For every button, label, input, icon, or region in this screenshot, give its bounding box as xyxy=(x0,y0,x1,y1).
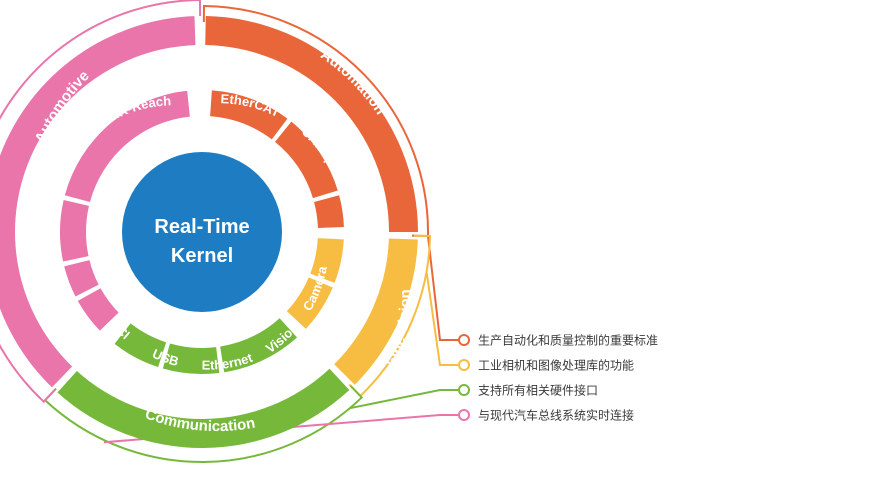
lin-label: LIN xyxy=(33,231,49,253)
automotive-bracket xyxy=(0,0,202,404)
communication-category-segment xyxy=(57,368,350,449)
machine-vision-note: 工业相机和图像处理库的功能 xyxy=(478,358,634,373)
communication-leader-line xyxy=(349,389,458,410)
automotive-category-segment xyxy=(0,16,196,388)
pci-segment xyxy=(114,323,167,368)
kernel-title-line2: Kernel xyxy=(171,245,233,267)
category-ring xyxy=(0,16,418,449)
communication-note: 支持所有相关硬件接口 xyxy=(478,383,598,398)
protocol-ring xyxy=(59,90,344,374)
flexray-segment xyxy=(59,200,89,262)
kernel-circle xyxy=(122,152,282,312)
canopen-segment xyxy=(275,121,338,199)
machine-vision-bracket xyxy=(348,234,431,398)
automotive-note: 与现代汽车总线系统实时连接 xyxy=(478,408,634,423)
communication-note-marker xyxy=(458,384,470,396)
automation-bracket xyxy=(202,4,429,237)
usb-segment xyxy=(162,343,220,374)
ethernet-segment xyxy=(220,318,298,373)
broadr-reach-segment xyxy=(64,90,190,202)
machine-vision-leader-line xyxy=(425,271,458,366)
camera-segment xyxy=(310,238,344,283)
plc-segment xyxy=(314,195,344,228)
automation-category-segment xyxy=(205,16,418,232)
vision-segment xyxy=(286,277,333,329)
automation-leader-line xyxy=(426,235,458,341)
automation-note: 生产自动化和质量控制的重要标准 xyxy=(478,333,658,348)
ethercat-segment xyxy=(210,90,288,140)
machine-vision-category-segment xyxy=(334,238,418,385)
kernel-title-line1: Real-Time xyxy=(154,216,249,238)
plc-label: PLC xyxy=(343,208,360,236)
automation-note-marker xyxy=(458,334,470,346)
can-fd-segment xyxy=(77,288,119,331)
kernel-hub: Real-Time Kernel xyxy=(122,152,282,312)
lin-segment xyxy=(64,260,99,297)
feature-notes: 生产自动化和质量控制的重要标准工业相机和图像处理库的功能支持所有相关硬件接口与现… xyxy=(458,333,658,423)
machine-vision-note-marker xyxy=(458,359,470,371)
automotive-note-marker xyxy=(458,409,470,421)
